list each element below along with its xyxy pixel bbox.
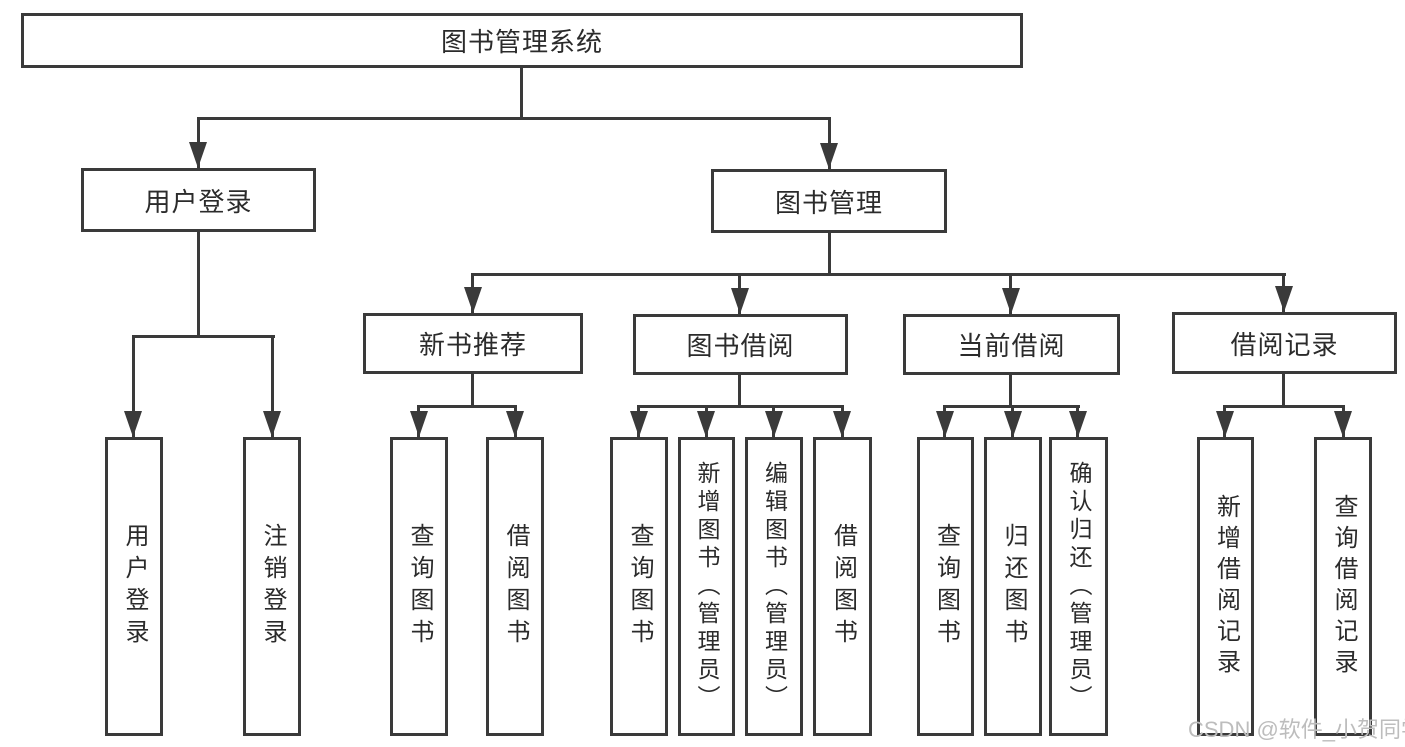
leaf-query-borrow-record-label: 查询借阅记录 [1330,493,1357,680]
arrow-down-icon [506,411,524,437]
arrow-down-icon [630,411,648,437]
arrow-down-icon [124,411,142,437]
leaf-add-borrow-record: 新增借阅记录 [1197,437,1254,736]
leaf-user-login: 用户登录 [105,437,163,736]
leaf-add-book-label: 新增图书（管理员） [694,460,720,713]
node-book-mgmt-label: 图书管理 [774,187,883,218]
connector-group-splitter [1223,405,1345,408]
node-user-login: 用户登录 [81,168,316,232]
leaf-return-book: 归还图书 [984,437,1042,736]
connector-group-stem [738,375,741,407]
arrow-down-icon [189,142,207,168]
node-borrow-records-label: 借阅记录 [1230,329,1339,360]
leaf-borrow-book-1-label: 借阅图书 [502,522,529,651]
leaf-borrow-book-2-label: 借阅图书 [829,522,857,651]
leaf-query-book-1: 查询图书 [390,437,448,736]
leaf-edit-book: 编辑图书（管理员） [745,437,803,736]
connector-leaf-drop [271,335,274,437]
connector-group-stem [1009,375,1012,407]
arrow-down-icon [1002,288,1020,314]
leaf-confirm-return-label: 确认归还（管理员） [1066,460,1092,713]
leaf-confirm-return: 确认归还（管理员） [1049,437,1108,736]
node-new-book-rec: 新书推荐 [363,313,583,374]
arrow-down-icon [731,288,749,314]
leaf-query-book-2-label: 查询图书 [626,522,653,651]
connector-l3-splitter [471,273,1286,276]
arrow-down-icon [464,287,482,313]
arrow-down-icon [936,411,954,437]
connector-leaf-drop [132,335,135,437]
node-book-borrow: 图书借阅 [633,314,848,375]
node-user-login-label: 用户登录 [144,186,253,217]
leaf-logout-label: 注销登录 [259,522,286,651]
arrow-down-icon [410,411,428,437]
node-current-borrow-label: 当前借阅 [957,331,1066,361]
arrow-down-icon [765,411,783,437]
connector-userlogin-splitter [132,335,275,338]
leaf-query-book-1-label: 查询图书 [406,522,433,651]
node-book-mgmt: 图书管理 [711,169,947,233]
leaf-query-borrow-record: 查询借阅记录 [1314,437,1372,736]
node-book-borrow-label: 图书借阅 [686,331,795,361]
node-root-label: 图书管理系统 [440,27,603,57]
arrow-down-icon [263,411,281,437]
connector-group-stem [1282,374,1285,407]
connector-group-stem [471,374,474,407]
arrow-down-icon [697,411,715,437]
leaf-query-book-3: 查询图书 [917,437,974,736]
connector-l1-splitter [197,117,831,120]
leaf-add-book: 新增图书（管理员） [678,437,735,736]
arrow-down-icon [1216,411,1234,437]
connector-bookmgmt-stem [828,233,831,276]
connector-userlogin-stem [197,232,200,338]
leaf-query-book-2: 查询图书 [610,437,668,736]
node-current-borrow: 当前借阅 [903,314,1120,375]
leaf-borrow-book-1: 借阅图书 [486,437,544,736]
connector-group-splitter [637,405,844,408]
arrow-down-icon [1334,411,1352,437]
leaf-edit-book-label: 编辑图书（管理员） [761,460,788,713]
arrow-down-icon [1275,286,1293,312]
node-new-book-rec-label: 新书推荐 [418,330,527,360]
leaf-add-borrow-record-label: 新增借阅记录 [1212,493,1240,680]
leaf-user-login-label: 用户登录 [121,522,148,651]
connector-group-splitter [417,405,517,408]
csdn-watermark: CSDN @软件_小贺同学 [1188,717,1405,742]
node-borrow-records: 借阅记录 [1172,312,1397,374]
node-root: 图书管理系统 [21,13,1023,68]
leaf-logout: 注销登录 [243,437,301,736]
leaf-borrow-book-2: 借阅图书 [813,437,872,736]
arrow-down-icon [820,143,838,169]
arrow-down-icon [1069,411,1087,437]
connector-root-stem [520,68,523,118]
arrow-down-icon [1004,411,1022,437]
arrow-down-icon [833,411,851,437]
leaf-query-book-3-label: 查询图书 [932,522,960,651]
leaf-return-book-label: 归还图书 [1000,522,1027,651]
